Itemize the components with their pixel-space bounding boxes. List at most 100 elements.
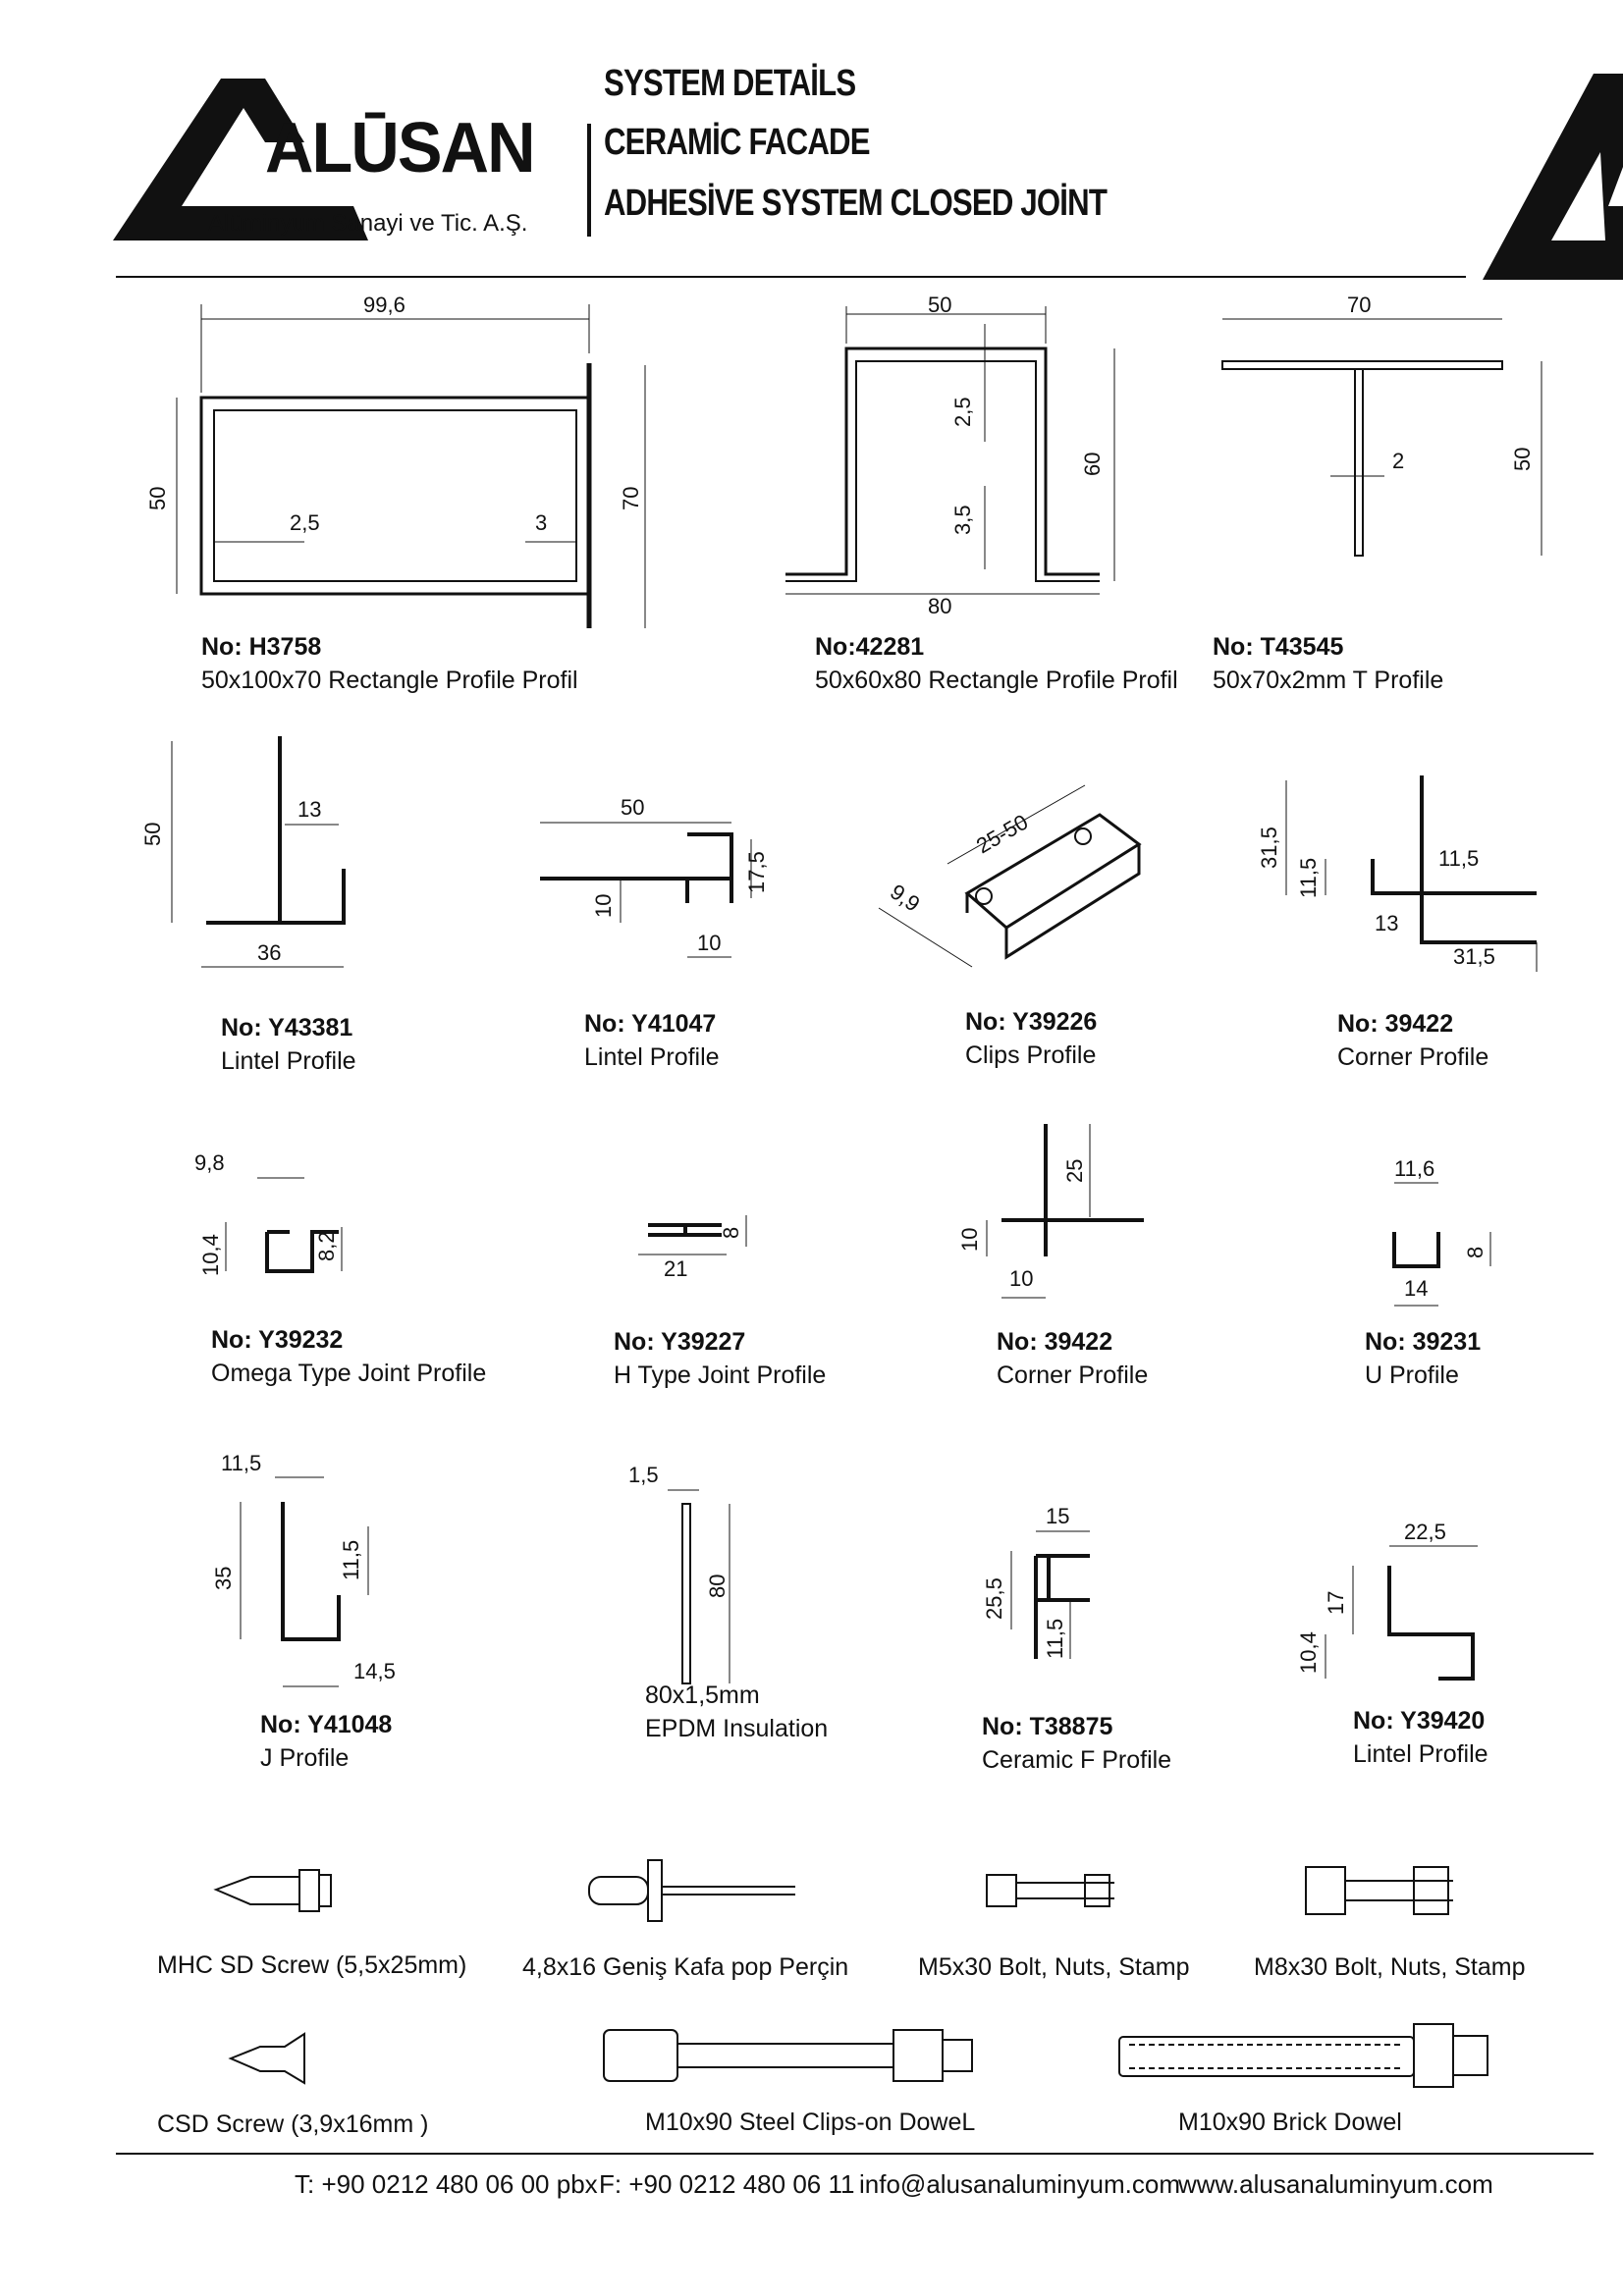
m5-bolt-drawing: [986, 1874, 1114, 1907]
profile-y39420-drawing: [1325, 1545, 1478, 1681]
profile-name: 50x70x2mm T Profile: [1213, 667, 1444, 694]
profile-t43545-drawing: [1221, 318, 1542, 557]
caption-y43381: No: Y43381 Lintel Profile: [221, 1011, 356, 1078]
profile-number: No: Y41047: [584, 1010, 717, 1038]
footer-phone: T: +90 0212 480 06 00 pbx: [295, 2169, 598, 2199]
caption-42281: No:42281 50x60x80 Rectangle Profile Prof…: [815, 630, 1178, 697]
caption-h3758: No: H3758 50x100x70 Rectangle Profile Pr…: [201, 630, 578, 697]
caption-epdm: 80x1,5mm EPDM Insulation: [645, 1679, 828, 1745]
profile-name: H Type Joint Profile: [614, 1362, 827, 1389]
profile-y43381-drawing: [171, 736, 346, 968]
profile-number: No: H3758: [201, 633, 322, 661]
dim-epdm-length: 80: [705, 1575, 730, 1598]
alusan-logo: [113, 79, 368, 240]
hardware-mhc-sd-screw: MHC SD Screw (5,5x25mm): [157, 1951, 467, 1979]
dim-42281-wall-top: 2,5: [950, 397, 975, 427]
hardware-pop-rivet: 4,8x16 Geniş Kafa pop Perçin: [522, 1953, 849, 1981]
dim-y39420-width: 22,5: [1404, 1520, 1446, 1544]
profile-number: No: Y43381: [221, 1014, 353, 1041]
header-rule: [116, 276, 1466, 278]
caption-y39227: No: Y39227 H Type Joint Profile: [614, 1325, 826, 1392]
dim-y41048-top: 11,5: [221, 1451, 261, 1475]
dim-39231-width: 11,6: [1394, 1156, 1434, 1181]
title-line-3: ADHESİVE SYSTEM CLOSED JOİNT: [604, 183, 1108, 224]
dim-t38875-width: 15: [1046, 1504, 1069, 1528]
profile-y41048-drawing: [240, 1476, 369, 1687]
profile-number: No: Y41048: [260, 1711, 393, 1738]
dim-t43545-width: 70: [1347, 293, 1371, 317]
dim-h3758-width: 99,6: [363, 293, 406, 317]
profile-number: No: Y39232: [211, 1326, 344, 1354]
profile-number: No: Y39227: [614, 1328, 746, 1356]
dim-t38875-height: 25,5: [982, 1577, 1006, 1620]
profile-number: No: T43545: [1213, 633, 1344, 661]
profile-y41047-drawing: [540, 822, 752, 958]
dim-39422a-leg: 11,5: [1296, 858, 1321, 898]
pop-rivet-drawing: [588, 1859, 795, 1922]
profile-name: Lintel Profile: [584, 1043, 720, 1071]
dim-y43381-height: 50: [140, 823, 165, 846]
footer-rule: [116, 2153, 1594, 2155]
hardware-steel-clips-dowel: M10x90 Steel Clips-on DoweL: [645, 2109, 976, 2136]
header-divider: [587, 124, 591, 237]
dim-h3758-height: 50: [145, 487, 170, 510]
dim-t43545-height: 50: [1510, 448, 1535, 471]
dim-y41047-width: 50: [621, 795, 644, 820]
profile-number: No: 39422: [997, 1328, 1113, 1356]
profile-name: Lintel Profile: [1353, 1740, 1488, 1768]
caption-y39420: No: Y39420 Lintel Profile: [1353, 1704, 1488, 1771]
dim-42281-base: 80: [928, 594, 951, 618]
caption-t43545: No: T43545 50x70x2mm T Profile: [1213, 630, 1443, 697]
dim-42281-width: 50: [928, 293, 951, 317]
profile-name: Corner Profile: [997, 1362, 1149, 1389]
caption-t38875: No: T38875 Ceramic F Profile: [982, 1710, 1171, 1777]
profile-name: EPDM Insulation: [645, 1715, 829, 1742]
profile-y39232-drawing: [225, 1177, 343, 1273]
dim-39422a-height: 31,5: [1257, 827, 1281, 869]
dim-y41048-lip: 11,5: [339, 1540, 363, 1580]
footer-email[interactable]: info@alusanaluminyum.com: [859, 2169, 1180, 2199]
dim-y39226-depth: 9,9: [886, 880, 924, 917]
caption-y41047: No: Y41047 Lintel Profile: [584, 1007, 720, 1074]
dim-h3758-wall: 2,5: [290, 510, 320, 535]
profile-h3758-drawing: [176, 304, 646, 628]
title-line-2: CERAMİC FACADE: [604, 122, 871, 163]
caption-39422b: No: 39422 Corner Profile: [997, 1325, 1148, 1392]
brand-name: ALŪSAN: [265, 109, 535, 187]
dim-y43381-lip: 13: [298, 797, 321, 822]
profile-number: No: 39231: [1365, 1328, 1482, 1356]
profile-name: Lintel Profile: [221, 1047, 356, 1075]
footer-website[interactable]: www.alusanaluminyum.com: [1178, 2169, 1493, 2199]
profile-name: 50x60x80 Rectangle Profile Profil: [815, 667, 1178, 694]
dim-42281-height: 60: [1080, 453, 1105, 476]
profile-name: Ceramic F Profile: [982, 1746, 1172, 1774]
profile-number: 80x1,5mm: [645, 1682, 760, 1709]
caption-39422a: No: 39422 Corner Profile: [1337, 1007, 1488, 1074]
profile-39231-drawing: [1392, 1182, 1491, 1307]
profile-y39227-drawing: [638, 1215, 747, 1255]
m8-bolt-drawing: [1305, 1866, 1453, 1915]
dim-y41048-height: 35: [211, 1567, 236, 1590]
dim-y41047-foot: 10: [697, 931, 721, 955]
logo-fragment-right: [1483, 74, 1623, 280]
dim-39231-height: 8: [1463, 1247, 1488, 1258]
dim-39422a-step: 13: [1375, 911, 1398, 935]
dim-y41048-base: 14,5: [353, 1659, 396, 1683]
dim-y39232-height: 10,4: [198, 1234, 223, 1276]
profile-name: J Profile: [260, 1744, 350, 1772]
dim-39422b-side: 10: [957, 1228, 982, 1252]
dim-39422a-base: 31,5: [1453, 944, 1495, 969]
profile-name: Clips Profile: [965, 1041, 1097, 1069]
steel-clips-dowel-drawing: [603, 2029, 973, 2082]
dim-39422b-leg: 25: [1062, 1159, 1087, 1183]
dim-y39227-height: 8: [719, 1227, 743, 1239]
dim-h3758-flange: 70: [619, 487, 643, 510]
dim-t43545-thickness: 2: [1392, 449, 1404, 473]
dim-epdm-thickness: 1,5: [628, 1463, 659, 1487]
caption-y39226: No: Y39226 Clips Profile: [965, 1005, 1097, 1072]
dim-y39227-width: 21: [664, 1256, 687, 1281]
profile-name: U Profile: [1365, 1362, 1459, 1389]
dim-39422b-base: 10: [1009, 1266, 1033, 1291]
profile-39422a-drawing: [1285, 775, 1538, 972]
caption-y39232: No: Y39232 Omega Type Joint Profile: [211, 1323, 486, 1390]
